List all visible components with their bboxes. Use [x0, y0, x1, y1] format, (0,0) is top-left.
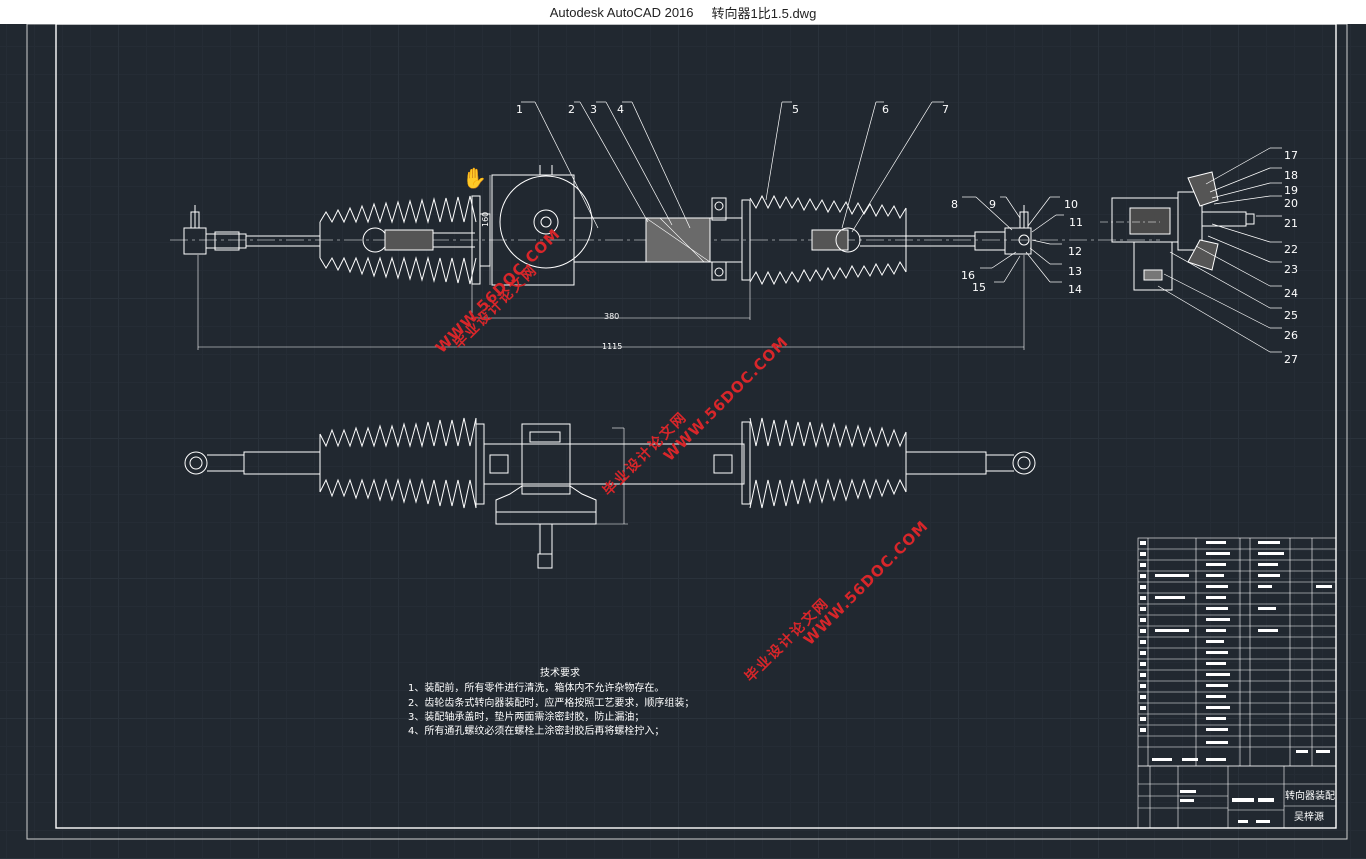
balloon-10: 10 — [1064, 198, 1078, 211]
app-name: Autodesk AutoCAD 2016 — [549, 4, 694, 20]
parts-list-rows — [1138, 548, 1336, 748]
plan-view — [184, 417, 1036, 569]
balloon-1: 1 — [516, 103, 523, 116]
balloon-14: 14 — [1068, 283, 1082, 296]
right-bellows-bottom — [749, 260, 907, 286]
drawing-frame — [55, 24, 1337, 829]
balloon-7: 7 — [942, 103, 949, 116]
title-block-fill — [1152, 758, 1274, 823]
tech-requirements-heading: 技术要求 — [540, 668, 580, 679]
side-view — [1100, 171, 1255, 291]
balloon-22: 22 — [1284, 243, 1298, 256]
balloon-4: 4 — [617, 103, 624, 116]
title-block — [1137, 765, 1337, 829]
cad-drawing — [26, 24, 1348, 840]
left-bellows-bottom — [319, 256, 477, 285]
tech-requirement-2: 2、齿轮齿条式转向器装配时，应严格按照工艺要求，顺序组装； — [408, 698, 695, 709]
balloon-25: 25 — [1284, 309, 1298, 322]
dimension-rack-span: 380 — [604, 312, 620, 321]
left-bellows-top — [319, 195, 477, 224]
balloon-13: 13 — [1068, 265, 1082, 278]
balloon-9: 9 — [989, 198, 996, 211]
balloon-3: 3 — [590, 103, 597, 116]
balloon-17: 17 — [1284, 149, 1298, 162]
title-block-designer: 吴梓源 — [1294, 812, 1324, 823]
dimension-overall-length: 1115 — [602, 342, 623, 351]
balloon-24: 24 — [1284, 287, 1298, 300]
plan-left-bellows-top — [319, 417, 477, 448]
tech-requirement-3: 3、装配轴承盖时，垫片两面需涂密封胶，防止漏油； — [408, 712, 645, 723]
parts-list-fill — [1140, 541, 1332, 753]
balloon-2: 2 — [568, 103, 575, 116]
dimension-height: 160 — [481, 211, 490, 227]
leader-lines — [521, 101, 1282, 353]
tech-requirement-4: 4、所有通孔螺纹必须在螺栓上涂密封胶后再将螺栓拧入； — [408, 726, 665, 737]
plan-left-bellows-bottom — [319, 478, 477, 509]
title-block-drawing-name: 转向器装配 — [1285, 791, 1335, 802]
balloon-16: 16 — [961, 269, 975, 282]
balloon-26: 26 — [1284, 329, 1298, 342]
parts-list — [1137, 537, 1337, 767]
balloon-5: 5 — [792, 103, 799, 116]
balloon-23: 23 — [1284, 263, 1298, 276]
pan-hand-icon: ✋ — [462, 168, 487, 190]
balloon-27: 27 — [1284, 353, 1298, 366]
window-titlebar: Autodesk AutoCAD 2016 转向器1比1.5.dwg — [0, 0, 1366, 24]
outer-border — [26, 24, 1348, 840]
balloon-20: 20 — [1284, 197, 1298, 210]
file-name: 转向器1比1.5.dwg — [711, 5, 817, 21]
balloon-8: 8 — [951, 198, 958, 211]
balloon-12: 12 — [1068, 245, 1082, 258]
balloon-15: 15 — [972, 281, 986, 294]
plan-right-bellows-top — [749, 417, 907, 448]
balloon-19: 19 — [1284, 184, 1298, 197]
plan-right-bellows-bottom — [749, 478, 907, 509]
section-view — [170, 165, 1160, 350]
balloon-18: 18 — [1284, 169, 1298, 182]
tech-requirement-1: 1、装配前，所有零件进行清洗，箱体内不允许杂物存在。 — [408, 683, 665, 694]
balloon-21: 21 — [1284, 217, 1298, 230]
balloon-6: 6 — [882, 103, 889, 116]
right-bellows-top — [749, 194, 907, 220]
balloon-11: 11 — [1069, 216, 1083, 229]
